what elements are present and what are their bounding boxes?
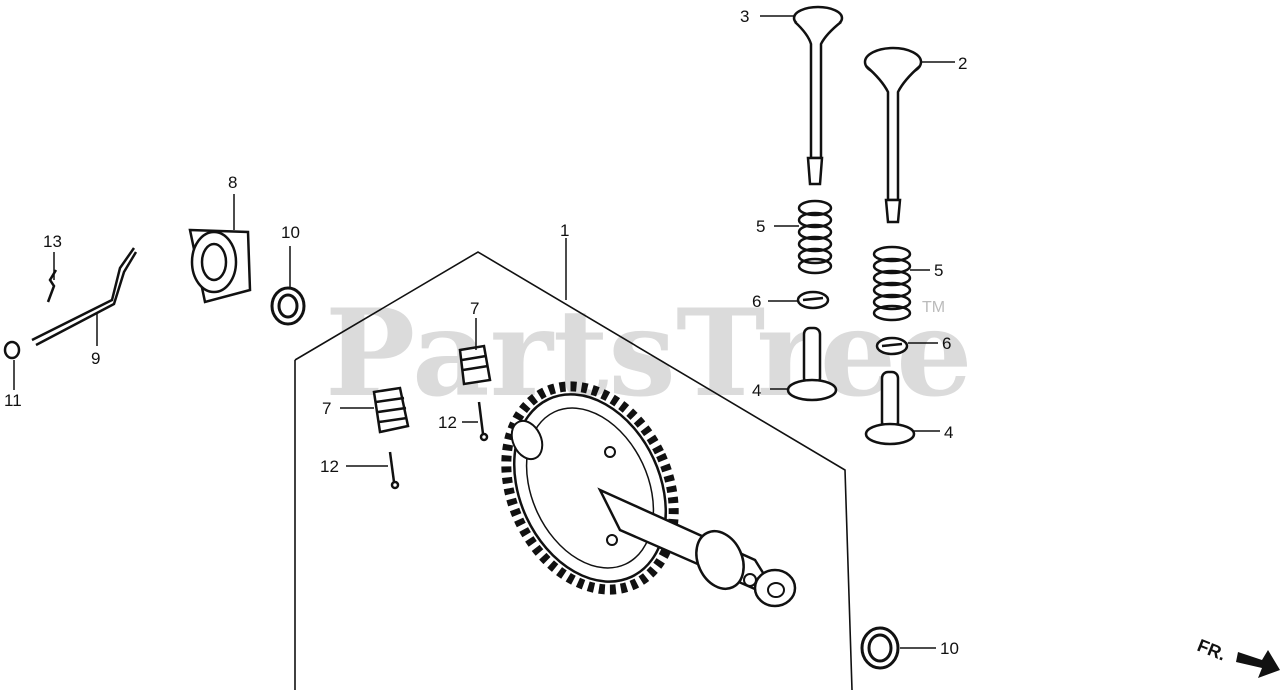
callout-4-right: 4 — [944, 423, 953, 442]
pin-icon — [388, 451, 400, 490]
callout-12-left: 12 — [320, 457, 339, 476]
retainer-icon — [796, 290, 830, 310]
callout-4-left: 4 — [752, 381, 761, 400]
clip-icon — [46, 269, 58, 303]
small-washer-icon — [3, 340, 21, 360]
callout-6-left: 6 — [752, 292, 761, 311]
camshaft-gear-icon — [501, 381, 797, 608]
callout-6-right: 6 — [942, 334, 951, 353]
callout-10-bottom: 10 — [940, 639, 959, 658]
callout-7-top: 7 — [470, 299, 479, 318]
callout-8: 8 — [228, 173, 237, 192]
governor-shaft-icon — [31, 247, 138, 347]
callout-7-left: 7 — [322, 399, 331, 418]
washer-icon-2 — [860, 626, 900, 670]
washer-icon — [270, 286, 306, 326]
callout-9: 9 — [91, 349, 100, 368]
weight-icon-2 — [458, 344, 492, 386]
callout-12-right: 12 — [438, 413, 457, 432]
watermark-trademark: TM — [922, 299, 945, 316]
callout-10-top: 10 — [281, 223, 300, 242]
tappet-icon — [786, 326, 838, 402]
spring-icon-2 — [872, 245, 912, 322]
callout-11: 11 — [4, 391, 22, 410]
arrow-icon — [1236, 650, 1280, 678]
valve-icon — [863, 46, 923, 224]
retainer-icon-2 — [875, 336, 909, 356]
leader-lines — [13, 15, 955, 649]
callout-1: 1 — [560, 221, 569, 240]
callout-5-right: 5 — [934, 261, 943, 280]
pin-icon-2 — [477, 401, 489, 442]
spring-icon — [797, 199, 833, 275]
direction-label: FR. — [1195, 635, 1229, 664]
bearing-holder-icon — [188, 228, 252, 304]
assembly-boundary — [294, 251, 853, 691]
callout-3: 3 — [740, 7, 749, 26]
callout-2: 2 — [958, 54, 967, 73]
tappet-icon-2 — [864, 370, 916, 446]
valve-icon-exhaust — [792, 5, 844, 186]
callout-13: 13 — [43, 232, 62, 251]
weight-icon — [372, 386, 410, 434]
callout-5-left: 5 — [756, 217, 765, 236]
